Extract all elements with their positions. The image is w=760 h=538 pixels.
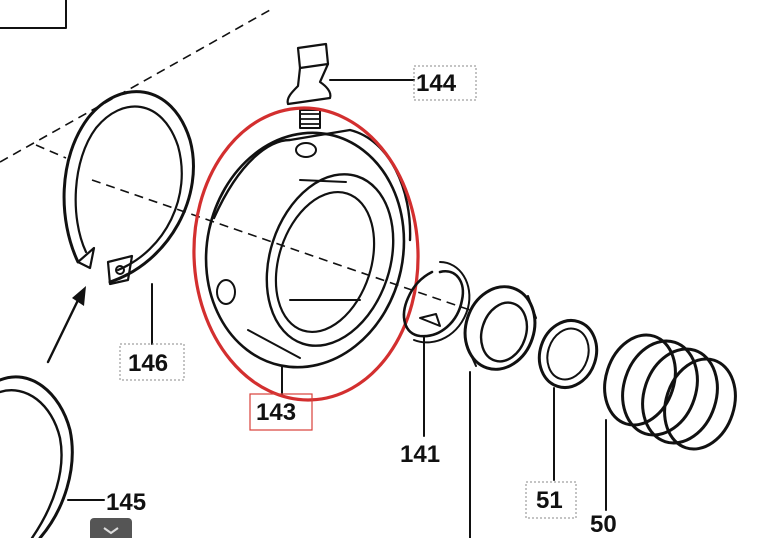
label-51: 51 — [536, 487, 563, 514]
snap-ring-141 — [402, 261, 471, 344]
seal-ring — [463, 285, 537, 371]
label-box-146 — [119, 343, 185, 381]
ring-145 — [0, 375, 74, 538]
direction-arrow — [46, 286, 86, 364]
spring-50 — [603, 333, 737, 451]
set-screw-144 — [286, 42, 332, 129]
scroll-button[interactable] — [90, 518, 132, 538]
label-144: 144 — [416, 70, 457, 97]
label-50: 50 — [590, 511, 617, 538]
label-146: 146 — [128, 350, 168, 377]
label-141: 141 — [400, 441, 440, 468]
retaining-ring-146 — [62, 90, 195, 286]
o-ring-51 — [537, 319, 599, 389]
scroll-widget[interactable] — [90, 518, 132, 538]
corner-frame — [0, 0, 67, 29]
collar-143 — [204, 128, 412, 369]
chevron-down-icon — [103, 527, 119, 535]
highlight-ellipse — [192, 106, 420, 402]
label-box-143 — [249, 393, 313, 431]
label-145: 145 — [106, 489, 146, 516]
upper-axis-line — [0, 9, 271, 163]
label-box-51 — [525, 481, 577, 519]
axis-tick — [35, 144, 67, 159]
main-axis-line — [91, 179, 471, 311]
label-143: 143 — [256, 399, 296, 426]
